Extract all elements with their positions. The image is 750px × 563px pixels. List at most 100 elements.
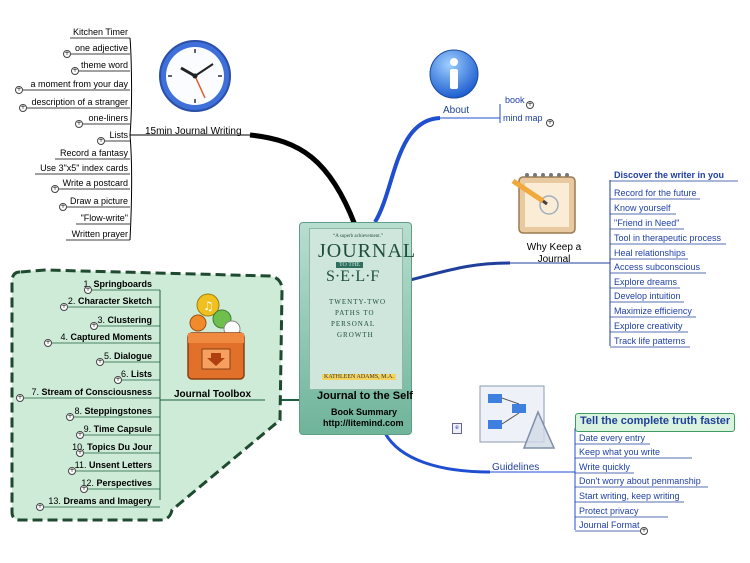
toolbox-item-number: 5.	[103, 351, 112, 361]
link-icon[interactable]: e	[452, 423, 462, 434]
expand-icon[interactable]: +	[66, 413, 74, 421]
writing-item[interactable]: theme word	[80, 60, 128, 70]
central-url[interactable]: http://litemind.com	[323, 418, 404, 428]
toolbox-item[interactable]: 7. Stream of Consciousness	[31, 387, 152, 398]
why-item[interactable]: "Friend in Need"	[614, 218, 680, 228]
expand-icon[interactable]: +	[96, 358, 104, 366]
toolbox-item-name: Dialogue	[113, 351, 152, 361]
expand-icon[interactable]: +	[80, 485, 88, 493]
why-item[interactable]: Heal relationships	[614, 248, 686, 258]
expand-icon[interactable]: +	[68, 467, 76, 475]
toolbox-item-number: 3.	[97, 315, 105, 325]
guidelines-item[interactable]: Write quickly	[579, 462, 630, 472]
why-item[interactable]: Know yourself	[614, 203, 671, 213]
writing-item[interactable]: "Flow-write"	[80, 213, 128, 223]
why-item[interactable]: Track life patterns	[614, 336, 686, 346]
expand-icon[interactable]: +	[76, 431, 84, 439]
about-branch-title[interactable]: About	[443, 105, 470, 116]
why-item[interactable]: Develop intuition	[614, 291, 681, 301]
writing-item[interactable]: description of a stranger	[31, 97, 128, 107]
toolbox-item[interactable]: 5. Dialogue	[104, 351, 152, 362]
expand-icon[interactable]: +	[90, 322, 98, 330]
expand-icon[interactable]: +	[75, 120, 83, 128]
toolbox-item-name: Stream of Consciousness	[41, 387, 152, 397]
expand-icon[interactable]: +	[97, 137, 105, 145]
toolbox-item[interactable]: 4. Captured Moments	[60, 332, 152, 343]
expand-icon[interactable]: +	[71, 67, 79, 75]
guidelines-item[interactable]: Journal Format	[579, 520, 640, 530]
cover-line-3: PERSONAL	[331, 320, 376, 328]
guidelines-item[interactable]: Keep what you write	[579, 447, 661, 457]
writing-item[interactable]: one-liners	[88, 113, 128, 123]
expand-icon[interactable]: +	[59, 203, 67, 211]
writing-item[interactable]: Use 3"x5" index cards	[40, 163, 128, 173]
guidelines-item[interactable]: Don't worry about penmanship	[579, 476, 701, 486]
writing-item[interactable]: Lists	[109, 130, 128, 140]
expand-icon[interactable]: +	[15, 86, 23, 94]
cover-line-1: TWENTY-TWO	[329, 298, 387, 306]
toolbox-branch-title[interactable]: Journal Toolbox	[174, 389, 252, 400]
expand-icon[interactable]: +	[640, 527, 648, 535]
why-item[interactable]: Tool in therapeutic process	[614, 233, 722, 243]
expand-icon[interactable]: +	[546, 119, 554, 127]
toolbox-item[interactable]: 9. Time Capsule	[84, 424, 152, 435]
expand-icon[interactable]: +	[84, 286, 92, 294]
toolbox-item[interactable]: 10. Topics Du Jour	[72, 442, 152, 453]
writing-item[interactable]: Draw a picture	[69, 196, 128, 206]
toolbox-item-number: 13.	[48, 496, 61, 506]
toolbox-item[interactable]: 11. Unsent Letters	[75, 460, 152, 471]
why-item[interactable]: Explore creativity	[614, 321, 683, 331]
guidelines-item[interactable]: Date every entry	[579, 433, 646, 443]
expand-icon[interactable]: +	[19, 104, 27, 112]
cover-author: KATHLEEN ADAMS, M.A.	[322, 374, 396, 380]
toolbox-item-name: Steppingstones	[84, 406, 152, 416]
toolbox-item-number: 9.	[83, 424, 92, 434]
expand-icon[interactable]: +	[76, 449, 84, 457]
toolbox-item[interactable]: 13. Dreams and Imagery	[48, 496, 152, 507]
expand-icon[interactable]: +	[51, 185, 59, 193]
writing-item[interactable]: Record a fantasy	[59, 148, 128, 158]
why-branch-title[interactable]: Why Keep a Journal	[526, 242, 582, 265]
why-item[interactable]: Access subconscious	[614, 262, 701, 272]
about-item[interactable]: book	[505, 95, 525, 105]
guidelines-item[interactable]: Start writing, keep writing	[579, 491, 680, 501]
guidelines-branch-title[interactable]: Guidelines	[492, 462, 540, 473]
toolbox-item[interactable]: 1. Springboards	[83, 279, 152, 290]
notepad-icon	[511, 173, 576, 234]
toolbox-item-name: Lists	[130, 369, 152, 379]
guidelines-item-highlight[interactable]: Tell the complete truth faster	[580, 415, 731, 427]
writing-item[interactable]: Written prayer	[71, 229, 128, 239]
why-item[interactable]: Maximize efficiency	[614, 306, 692, 316]
toolbox-icon: ♫	[187, 293, 245, 380]
toolbox-item-name: Springboards	[93, 279, 152, 289]
toolbox-item[interactable]: 12. Perspectives	[81, 478, 152, 489]
expand-icon[interactable]: +	[63, 50, 71, 58]
expand-icon[interactable]: +	[60, 303, 68, 311]
toolbox-item-name: Character Sketch	[77, 296, 152, 306]
why-item[interactable]: Record for the future	[614, 188, 697, 198]
toolbox-item[interactable]: 2. Character Sketch	[68, 296, 152, 307]
why-item[interactable]: Discover the writer in you	[614, 170, 725, 180]
book-cover-image	[309, 228, 403, 390]
writing-item[interactable]: a moment from your day	[30, 79, 128, 89]
expand-icon[interactable]: +	[114, 376, 122, 384]
writing-item[interactable]: Write a postcard	[62, 178, 128, 188]
guidelines-item[interactable]: Protect privacy	[579, 506, 639, 516]
writing-item[interactable]: one adjective	[74, 43, 128, 53]
expand-icon[interactable]: +	[16, 394, 24, 402]
expand-icon[interactable]: +	[526, 101, 534, 109]
toolbox-item-name: Clustering	[107, 315, 152, 325]
about-item[interactable]: mind map	[503, 113, 543, 123]
toolbox-item[interactable]: 8. Steppingstones	[74, 406, 152, 417]
toolbox-item[interactable]: 3. Clustering	[97, 315, 152, 326]
why-item[interactable]: Explore dreams	[614, 277, 678, 287]
writing-branch-title[interactable]: 15min Journal Writing	[145, 126, 242, 137]
toolbox-item-number: 2.	[67, 296, 76, 306]
expand-icon[interactable]: +	[44, 339, 52, 347]
toolbox-item[interactable]: 6. Lists	[121, 369, 152, 380]
writing-item[interactable]: Kitchen Timer	[72, 27, 128, 37]
expand-icon[interactable]: +	[36, 503, 44, 511]
